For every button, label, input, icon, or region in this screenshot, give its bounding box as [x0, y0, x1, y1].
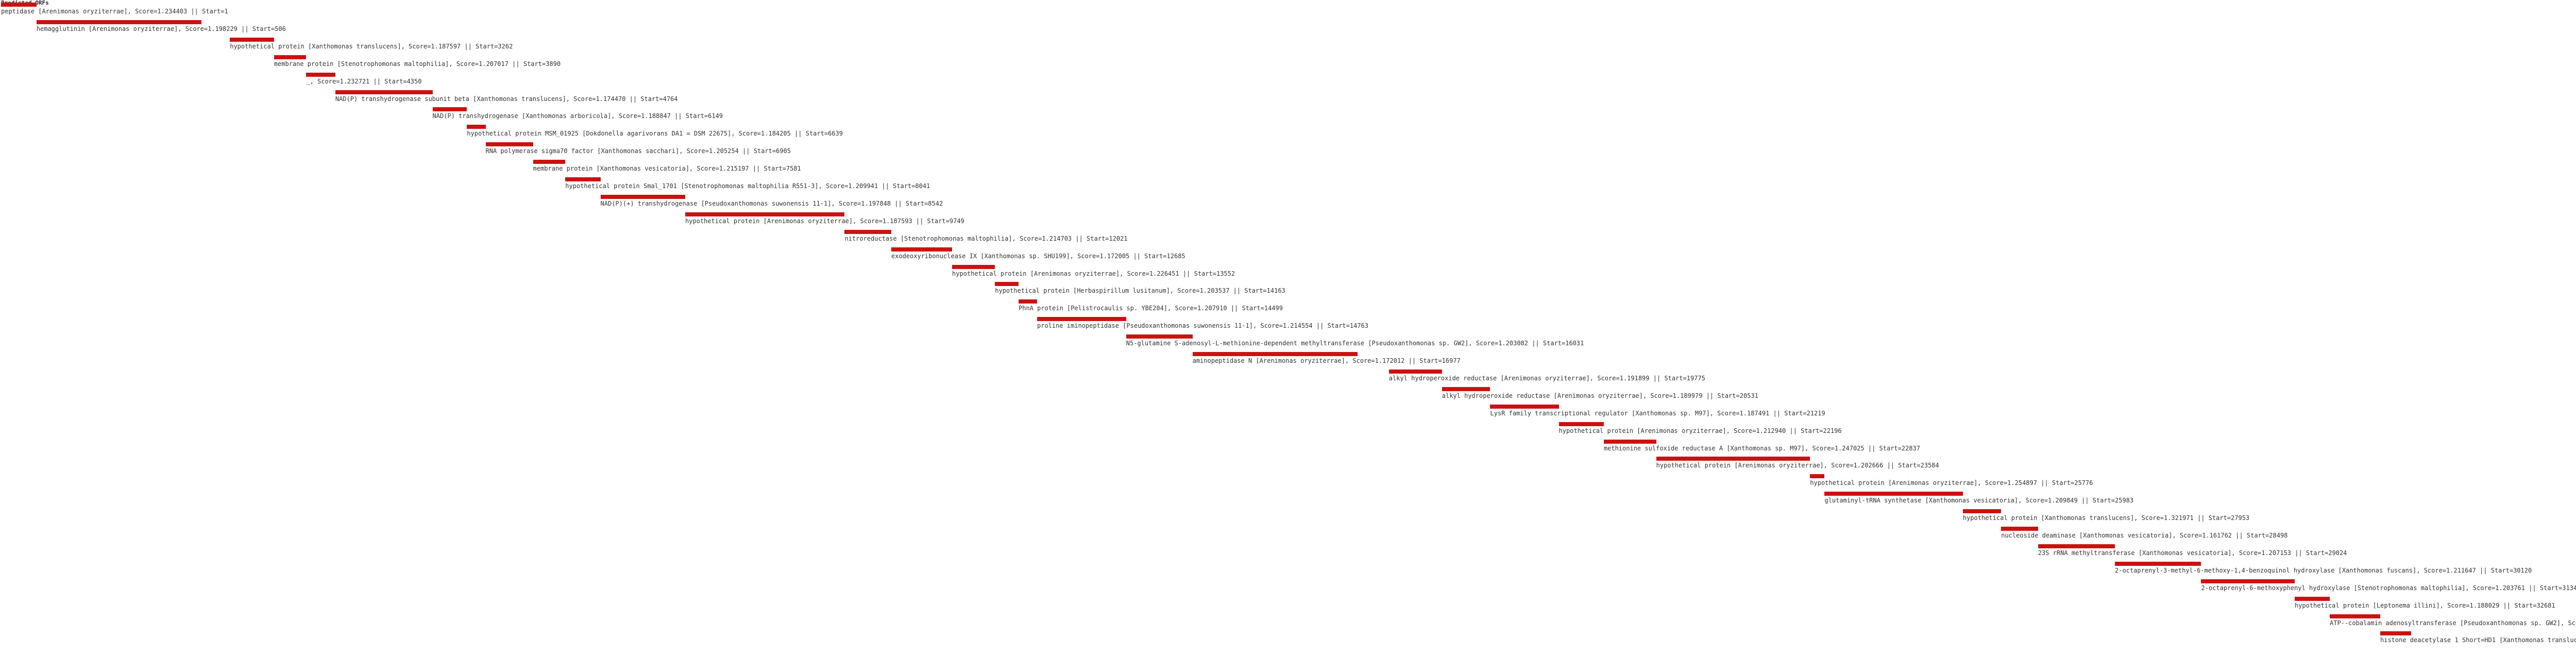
orf-bar: [274, 55, 307, 59]
orf-label: hypothetical protein [Arenimonas oryzite…: [1558, 427, 1842, 434]
orf-label: nucleoside deaminase [Xanthomonas vesica…: [2001, 532, 2288, 539]
orf-label: hypothetical protein MSM_01925 [Dokdonel…: [467, 130, 843, 138]
orf-bar: [600, 194, 685, 199]
orf-bar: [2330, 614, 2380, 618]
orf-bar: [1388, 369, 1442, 374]
orf-label: exodeoxyribonuclease IX [Xanthomonas sp.…: [891, 252, 1185, 260]
orf-bar: [1126, 334, 1193, 339]
orf-bar: [1558, 422, 1604, 426]
orf-bar: [36, 20, 201, 24]
orf-bar: [2001, 527, 2038, 531]
orf-label: hypothetical protein [Xanthomonas transl…: [1962, 514, 2250, 522]
orf-label: hypothetical protein [Xanthomonas transl…: [230, 42, 513, 50]
orf-label: nitroreductase [Stenotrophomonas maltoph…: [844, 234, 1128, 242]
orf-bar: [1, 3, 37, 7]
orf-bar: [1037, 317, 1126, 322]
orf-label: LysR family transcriptional regulator [X…: [1490, 409, 1825, 417]
orf-label: histone deacetylase 1 Short=HD1 [Xanthom…: [2380, 636, 2576, 644]
orf-bar: [335, 90, 433, 94]
orf-label: NAD(P) transhydrogenase [Xanthomonas arb…: [432, 112, 723, 120]
orf-bar: [685, 212, 845, 216]
orf-bar: [1824, 492, 1963, 496]
orf-label: methionine sulfoxide reductase A [Xantho…: [1603, 444, 1920, 452]
orf-label: hypothetical protein [Arenimonas oryzite…: [1656, 462, 1939, 469]
orf-label: 2-octaprenyl-6-methoxyphenyl hydroxylase…: [2201, 584, 2576, 592]
orf-bar: [2294, 596, 2330, 601]
orf-label: N5-glutamine S-adenosyl-L-methionine-dep…: [1126, 340, 1584, 347]
orf-label: PhnA protein [Pelistrocaulis sp. YBE204]…: [1019, 305, 1283, 312]
orf-label: ATP--cobalamin adenosyltransferase [Pseu…: [2330, 619, 2576, 627]
orf-bar: [432, 107, 467, 112]
orf-label: NAD(P) transhydrogenase subunit beta [Xa…: [335, 95, 678, 103]
orf-label: peptidase [Arenimonas oryziterrae], Scor…: [1, 8, 228, 15]
orf-bar: [891, 247, 953, 251]
orf-bar: [230, 37, 274, 42]
orf-label: proline iminopeptidase [Pseudoxanthomona…: [1037, 322, 1368, 330]
orf-label: hypothetical protein [Arenimonas oryzite…: [685, 217, 964, 225]
orf-bar: [1656, 457, 1810, 461]
orf-label: alkyl hydroperoxide reductase [Arenimona…: [1442, 392, 1758, 399]
orf-label: hemagglutinin [Arenimonas oryziterrae], …: [36, 25, 286, 32]
orf-label: hypothetical protein [Herbaspirillum lus…: [995, 287, 1285, 295]
orf-bar: [1442, 387, 1490, 391]
orf-label: 23S rRNA methyltransferase [Xanthomonas …: [2038, 549, 2347, 557]
orf-bar: [565, 177, 601, 181]
orf-label: 2-octaprenyl-3-methyl-6-methoxy-1,4-benz…: [2115, 566, 2532, 574]
orf-label: hypothetical protein Smal_1701 [Stenotro…: [565, 182, 930, 190]
orf-bar: [467, 125, 486, 129]
orf-label: hypothetical protein [Arenimonas oryzite…: [1810, 479, 2093, 487]
orf-bar: [1810, 474, 1825, 479]
orf-label: hypothetical protein [Arenimonas oryzite…: [952, 270, 1235, 277]
orf-bar: [2380, 631, 2411, 636]
orf-bar: [2038, 544, 2115, 548]
orf-label: NAD(P)(+) transhydrogenase [Pseudoxantho…: [600, 199, 943, 207]
orf-label: membrane protein [Stenotrophomonas malto…: [274, 60, 561, 68]
orf-bar: [1019, 299, 1037, 304]
orf-bar: [952, 264, 995, 269]
orf-bar: [1490, 404, 1559, 409]
orf-bar: [2201, 579, 2295, 583]
orf-bar: [306, 72, 335, 77]
orf-bar: [995, 282, 1019, 287]
orf-bar: [533, 160, 566, 164]
orf-bar: [485, 142, 533, 147]
orf-bar: [1192, 352, 1358, 356]
orf-bar: [844, 229, 891, 234]
orf-label: hypothetical protein [Leptonema illini],…: [2294, 601, 2555, 609]
orf-label: aminopeptidase N [Arenimonas oryziterrae…: [1192, 357, 1461, 364]
orf-bar: [1962, 509, 2002, 514]
orf-label: RNA polymerase sigma70 factor [Xanthomon…: [485, 147, 791, 155]
orf-bar: [2115, 561, 2201, 566]
orf-label: alkyl hydroperoxide reductase [Arenimona…: [1388, 374, 1705, 382]
orf-label: membrane protein [Xanthomonas vesicatori…: [533, 165, 801, 173]
orf-label: _, Score=1.232721 || Start=4350: [306, 77, 422, 85]
orf-label: glutaminyl-tRNA synthetase [Xanthomonas …: [1824, 497, 2134, 505]
orf-bar: [1603, 439, 1656, 444]
